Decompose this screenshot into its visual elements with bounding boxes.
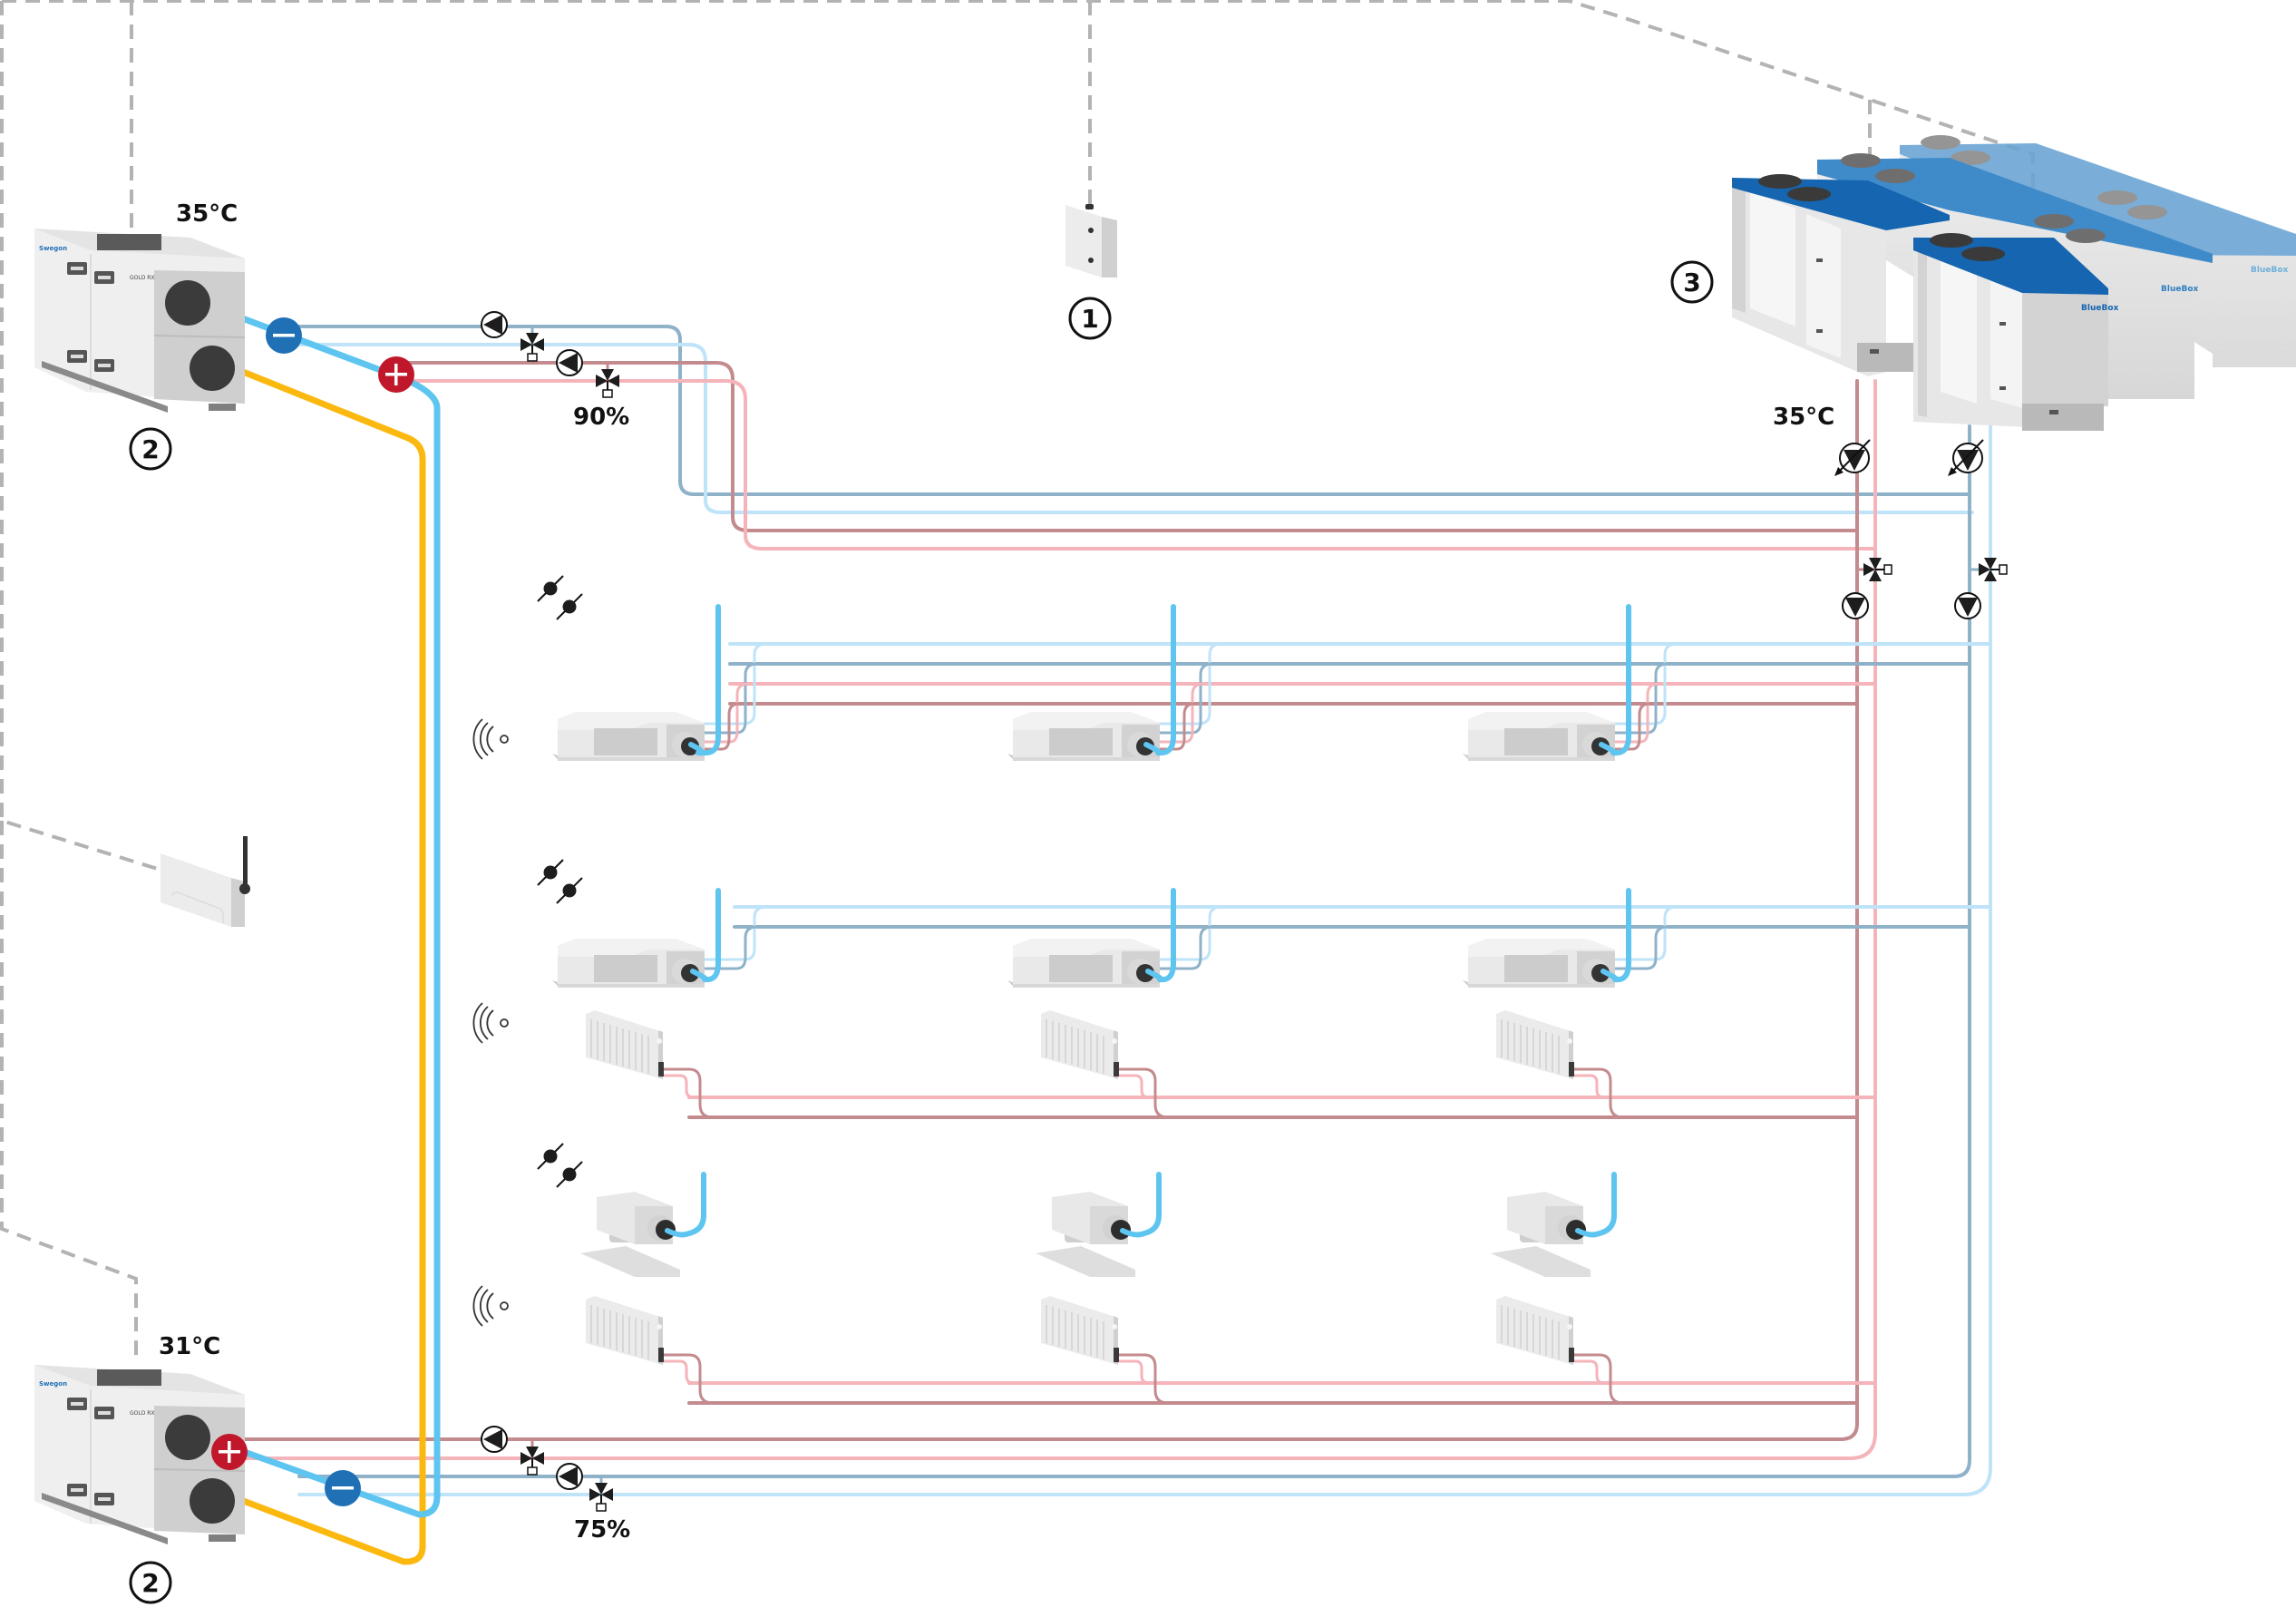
three-way-valve-icon[interactable] bbox=[595, 368, 620, 398]
variable-speed-pump-icon[interactable] bbox=[1834, 439, 1871, 477]
air-handling-unit-bottom[interactable]: Swegon GOLD RX bbox=[34, 1365, 246, 1544]
bottom-ahu-hydronics: 75% bbox=[481, 1426, 630, 1544]
chiller-unit[interactable] bbox=[1732, 174, 1950, 376]
pump-icon[interactable] bbox=[481, 1426, 508, 1453]
three-way-valve-icon[interactable] bbox=[1978, 557, 2008, 582]
ahu-bottom-temperature: 31°C bbox=[159, 1333, 220, 1360]
wireless-sensor-icon bbox=[472, 1002, 509, 1044]
radiator[interactable] bbox=[1495, 1009, 1625, 1119]
marker-1-label: 1 bbox=[1081, 304, 1098, 334]
fan-coil-unit[interactable] bbox=[552, 604, 768, 761]
chilled-beam-unit[interactable] bbox=[1491, 1172, 1617, 1277]
floor-2 bbox=[472, 888, 1678, 1119]
radiator[interactable] bbox=[1495, 1295, 1625, 1405]
chiller-unit[interactable]: BlueBox bbox=[1913, 233, 2118, 431]
fan-coil-unit[interactable] bbox=[1007, 604, 1223, 761]
valve-opening-top: 90% bbox=[573, 404, 629, 431]
room-controller[interactable] bbox=[1065, 204, 1117, 278]
chilled-beam-unit[interactable] bbox=[580, 1172, 706, 1277]
fan-coil-unit[interactable] bbox=[1007, 888, 1223, 988]
pump-icon[interactable] bbox=[556, 1463, 583, 1490]
marker-2-top: 2 bbox=[129, 427, 172, 471]
ahu-brand: Swegon bbox=[39, 245, 67, 252]
chiller-brand: BlueBox bbox=[2251, 266, 2288, 275]
ahu-model: GOLD RX bbox=[130, 275, 155, 281]
pump-icon[interactable] bbox=[481, 311, 508, 338]
cooling-coil-badge-bottom[interactable] bbox=[325, 1470, 361, 1506]
air-ducts bbox=[169, 288, 1825, 1565]
chiller-temperature: 35°C bbox=[1773, 404, 1834, 431]
three-way-valve-icon[interactable] bbox=[520, 332, 545, 362]
radiator[interactable] bbox=[1040, 1295, 1170, 1405]
dampers bbox=[537, 575, 583, 1188]
ahu-top-temperature: 35°C bbox=[176, 200, 238, 228]
three-way-valve-icon[interactable] bbox=[1863, 557, 1892, 582]
pump-icon[interactable] bbox=[1954, 592, 1981, 619]
variable-speed-pump-icon[interactable] bbox=[1947, 439, 1984, 477]
marker-2-label: 2 bbox=[141, 434, 159, 464]
marker-2-label: 2 bbox=[141, 1568, 159, 1598]
radiator[interactable] bbox=[585, 1009, 715, 1119]
marker-3-label: 3 bbox=[1683, 268, 1700, 297]
air-handling-unit-top[interactable]: Swegon GOLD RX bbox=[34, 229, 246, 413]
ahu-brand: Swegon bbox=[39, 1380, 67, 1388]
chiller-brand: BlueBox bbox=[2161, 285, 2198, 294]
floor-3 bbox=[472, 1172, 1625, 1405]
marker-1: 1 bbox=[1068, 297, 1112, 340]
pipes-bottom-ahu bbox=[211, 1359, 1992, 1496]
marker-3: 3 bbox=[1670, 260, 1714, 304]
top-ahu-hydronics: 90% bbox=[481, 311, 629, 431]
chiller-hydronics bbox=[1834, 439, 2008, 619]
ahu-model: GOLD RX bbox=[130, 1410, 155, 1417]
pipes-top-ahu bbox=[284, 325, 1974, 550]
floor-branches bbox=[687, 642, 1992, 1405]
chiller-brand: BlueBox bbox=[2081, 304, 2118, 313]
fan-coil-unit[interactable] bbox=[552, 888, 768, 988]
wireless-gateway[interactable] bbox=[161, 836, 250, 927]
cooling-coil-badge-top[interactable] bbox=[266, 317, 302, 354]
chilled-beam-unit[interactable] bbox=[1036, 1172, 1162, 1277]
marker-2-bottom: 2 bbox=[129, 1561, 172, 1604]
radiator[interactable] bbox=[585, 1295, 715, 1405]
pump-icon[interactable] bbox=[1842, 592, 1869, 619]
fan-coil-unit[interactable] bbox=[1463, 604, 1678, 761]
three-way-valve-icon[interactable] bbox=[589, 1482, 614, 1512]
floor-1 bbox=[472, 604, 1678, 761]
three-way-valve-icon[interactable] bbox=[520, 1446, 545, 1476]
radiator[interactable] bbox=[1040, 1009, 1170, 1119]
fan-coil-unit[interactable] bbox=[1463, 888, 1678, 988]
valve-opening-bottom: 75% bbox=[574, 1516, 630, 1544]
wireless-sensor-icon bbox=[472, 718, 509, 760]
pump-icon[interactable] bbox=[556, 349, 583, 376]
wireless-sensor-icon bbox=[472, 1285, 509, 1327]
chiller-bank[interactable]: BlueBox BlueBox bbox=[1732, 135, 2296, 431]
heating-coil-badge-bottom[interactable] bbox=[211, 1434, 248, 1470]
heating-coil-badge-top[interactable] bbox=[378, 356, 414, 393]
